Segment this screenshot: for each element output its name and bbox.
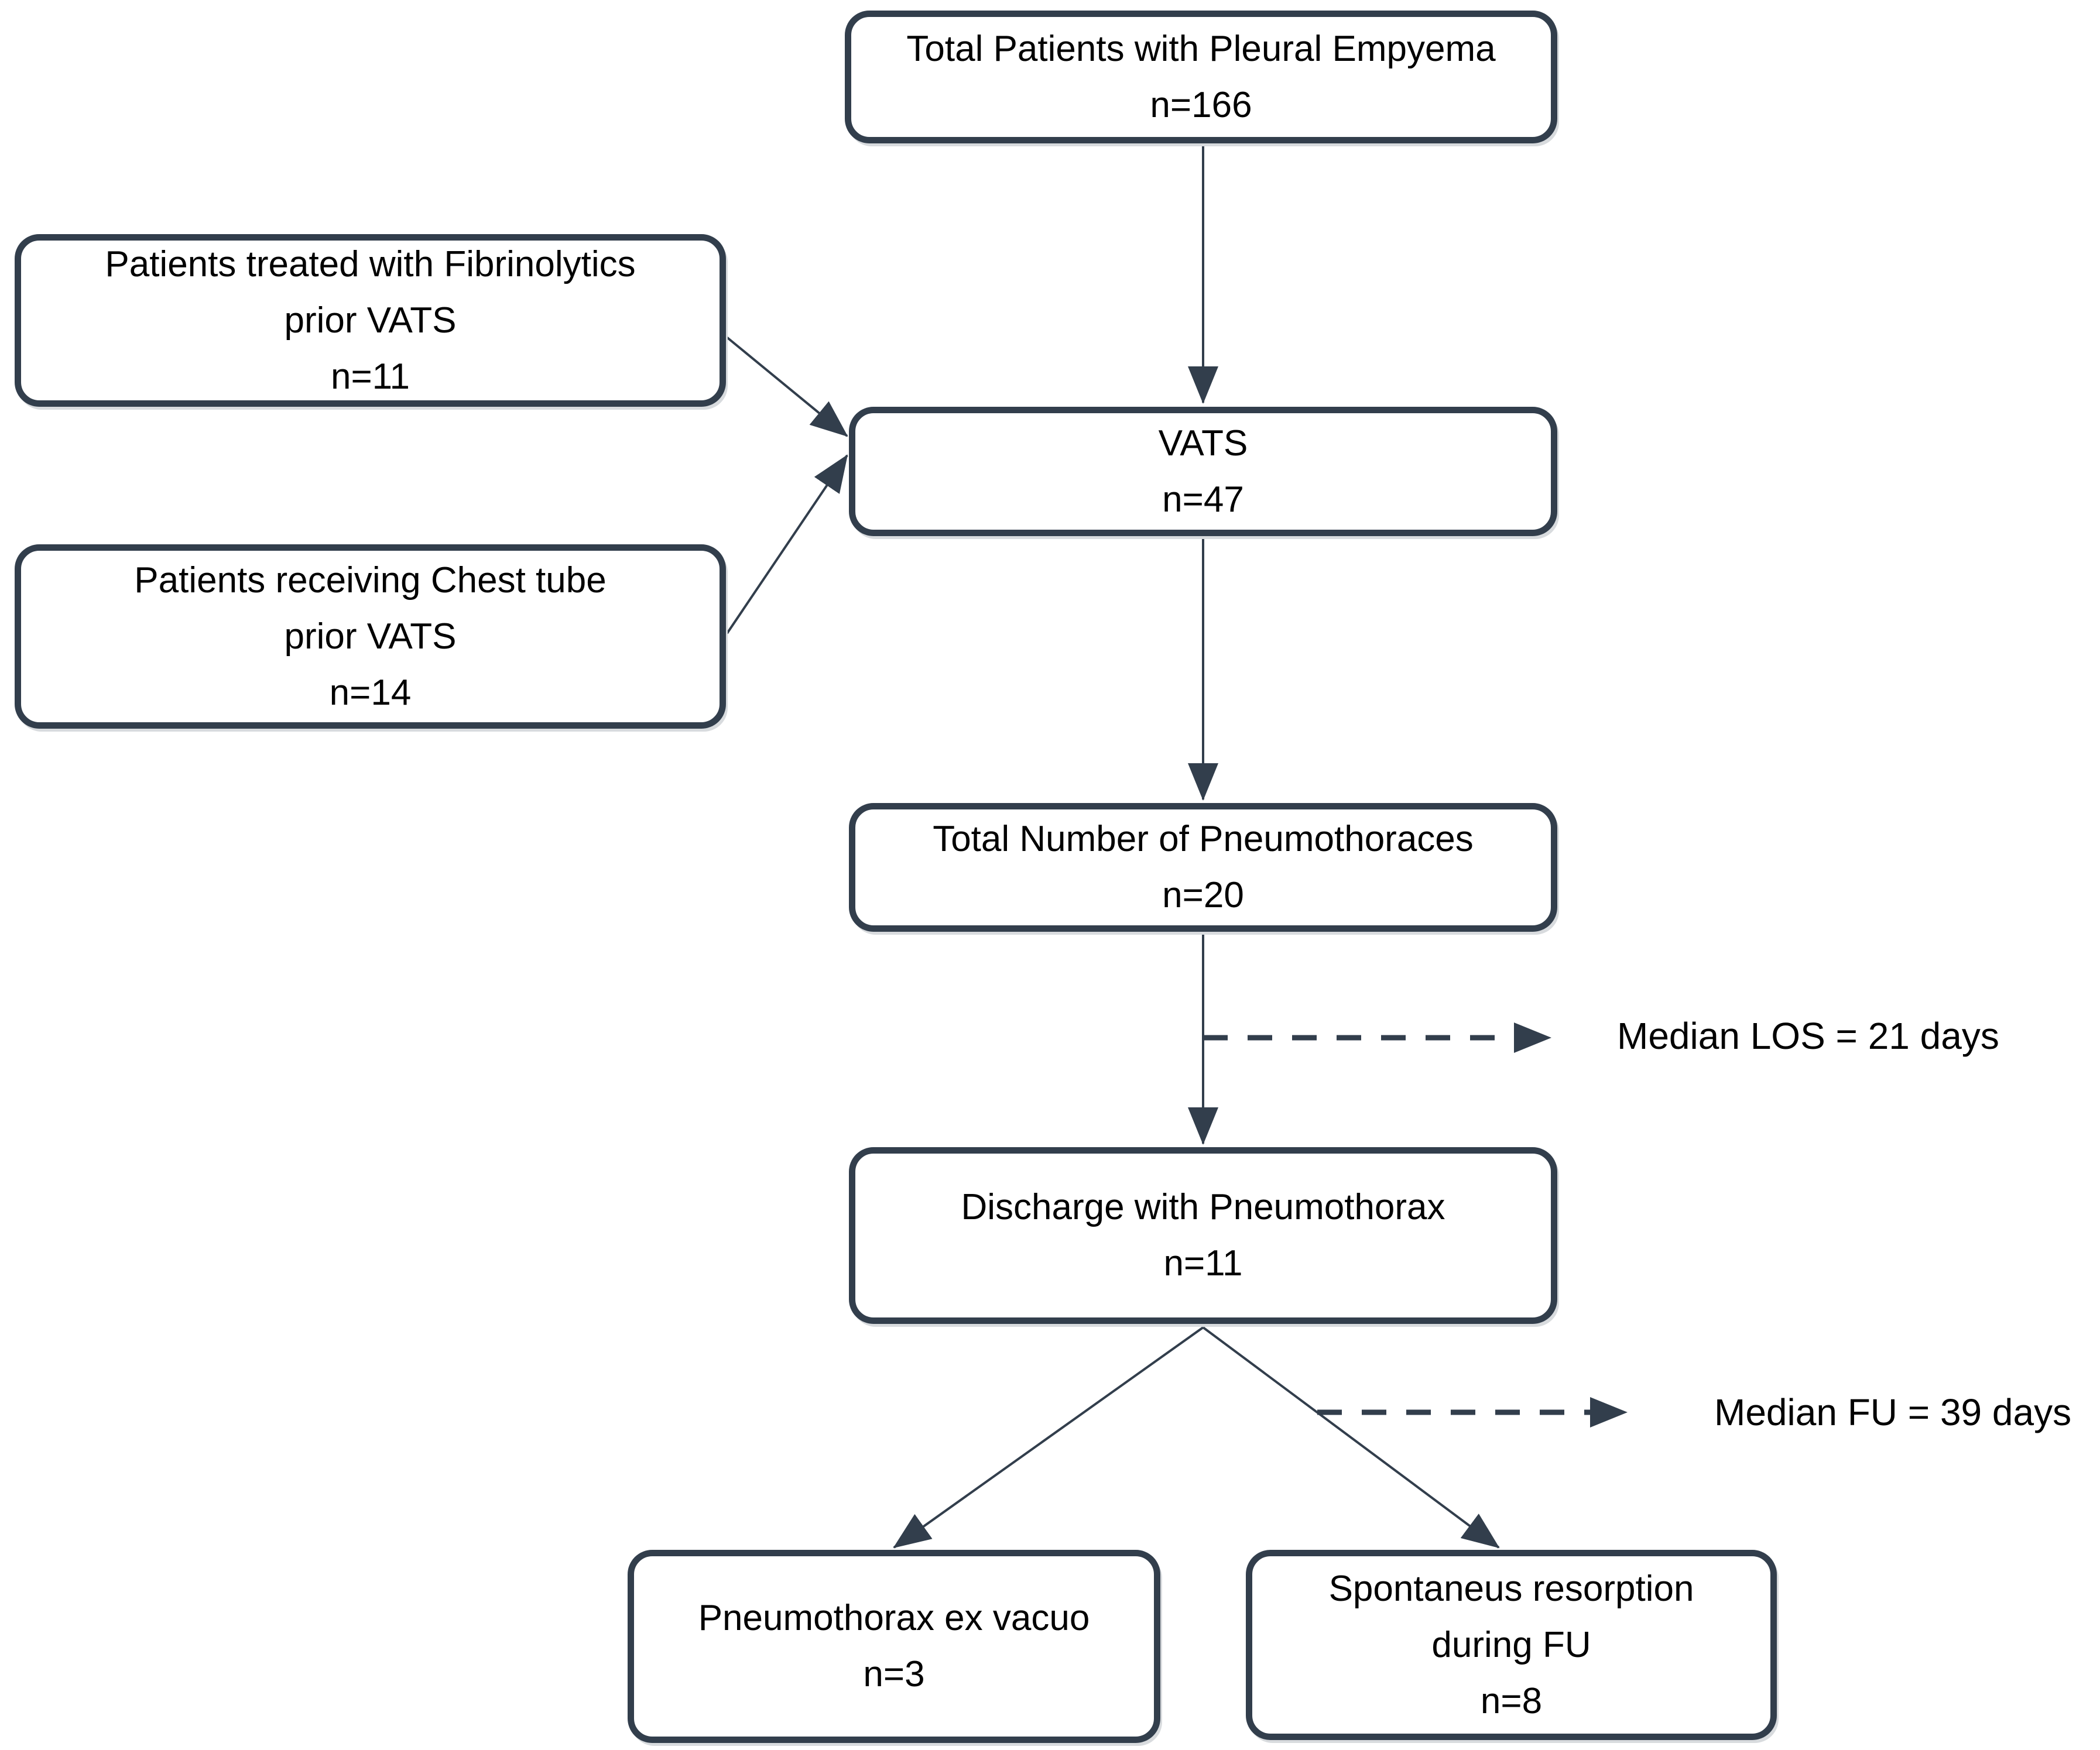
node-pneumothoraces: Total Number of Pneumothoraces n=20 [849, 803, 1557, 932]
median-los-label: Median LOS = 21 days [1617, 1015, 1999, 1057]
node-total-patients-count: n=166 [1150, 84, 1252, 125]
node-discharge-title: Discharge with Pneumothorax [961, 1187, 1445, 1227]
node-total-patients: Total Patients with Pleural Empyema n=16… [845, 11, 1557, 143]
node-fibrinolytics-subtitle: prior VATS [284, 300, 457, 341]
node-vats: VATS n=47 [849, 407, 1557, 536]
node-pneumothoraces-count: n=20 [1162, 875, 1244, 915]
node-fibrinolytics-title: Patients treated with Fibrinolytics [105, 243, 636, 284]
node-resorption-title: Spontaneus resorption [1328, 1568, 1694, 1609]
median-fu-label: Median FU = 39 days [1714, 1391, 2072, 1433]
node-resorption-subtitle: during FU [1431, 1624, 1591, 1665]
node-fibrinolytics-count: n=11 [330, 356, 410, 397]
arrow-chest-tube-to-vats [726, 454, 848, 634]
arrow-discharge-to-resorption [1202, 1326, 1500, 1549]
node-chest-tube-subtitle: prior VATS [284, 616, 457, 657]
arrow-discharge-to-exvacuo [893, 1326, 1204, 1549]
node-ex-vacuo-count: n=3 [863, 1654, 925, 1694]
node-ex-vacuo-title: Pneumothorax ex vacuo [698, 1598, 1090, 1638]
node-discharge: Discharge with Pneumothorax n=11 [849, 1147, 1557, 1324]
node-resorption-count: n=8 [1480, 1680, 1543, 1721]
node-chest-tube: Patients receiving Chest tube prior VATS… [15, 544, 726, 729]
node-vats-title: VATS [1158, 423, 1248, 464]
node-chest-tube-title: Patients receiving Chest tube [134, 560, 607, 601]
node-fibrinolytics: Patients treated with Fibrinolytics prio… [15, 234, 726, 407]
node-pneumothoraces-title: Total Number of Pneumothoraces [933, 819, 1474, 859]
node-vats-count: n=47 [1162, 479, 1244, 520]
node-ex-vacuo: Pneumothorax ex vacuo n=3 [628, 1550, 1160, 1743]
node-discharge-count: n=11 [1163, 1243, 1243, 1284]
arrow-fibrinolytics-to-vats [725, 335, 848, 437]
node-resorption: Spontaneus resorption during FU n=8 [1246, 1550, 1777, 1740]
node-total-patients-title: Total Patients with Pleural Empyema [906, 28, 1496, 69]
node-chest-tube-count: n=14 [329, 672, 412, 713]
